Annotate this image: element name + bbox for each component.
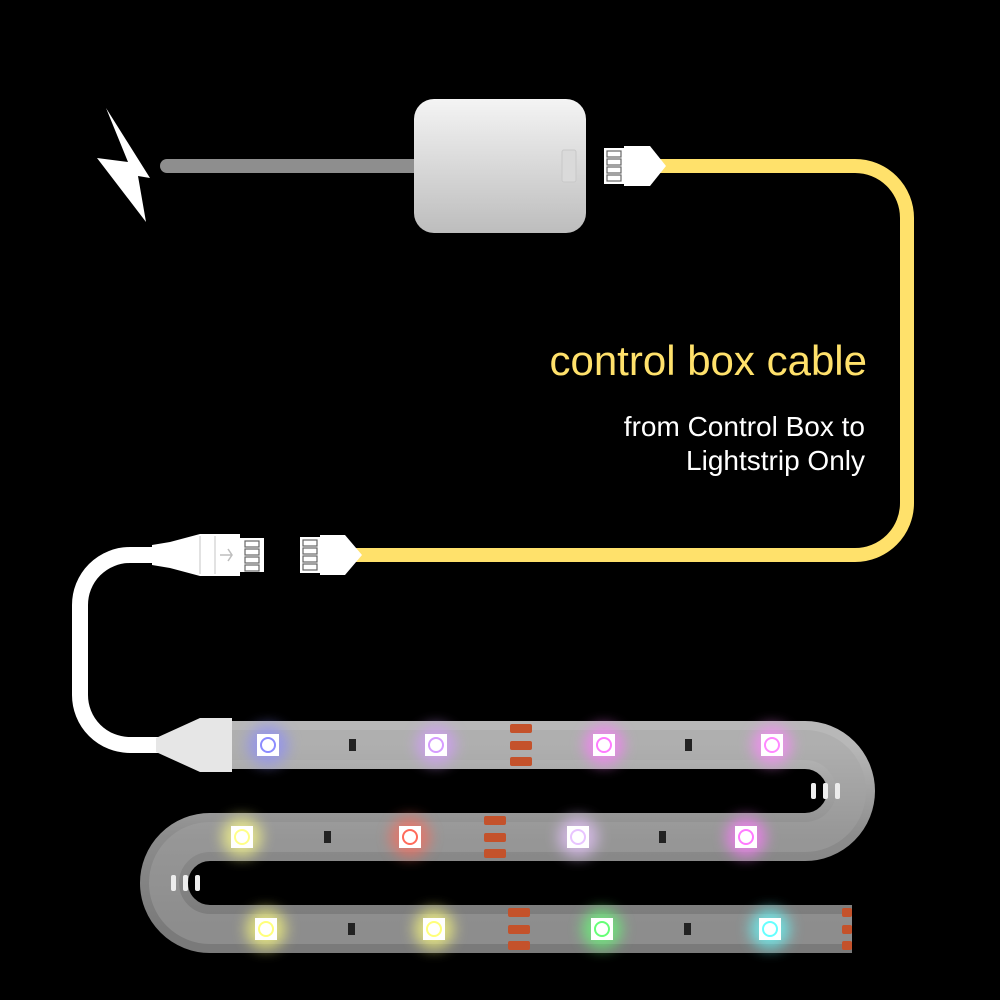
led-lens <box>570 829 586 845</box>
led-lens <box>258 921 274 937</box>
control-box-cable-title: control box cable <box>549 337 867 384</box>
control-box <box>414 99 586 233</box>
subtitle-line-1: from Control Box to <box>623 411 865 442</box>
led-lens <box>738 829 754 845</box>
led-lens <box>402 829 418 845</box>
led-lens <box>596 737 612 753</box>
lightstrip-lead-cable <box>72 547 165 753</box>
lightning-bolt-icon <box>97 108 150 222</box>
control-box-cable-subtitle: from Control Box to Lightstrip Only <box>465 410 865 477</box>
control-box-cable <box>345 159 914 562</box>
strip-curve-ribs <box>171 783 840 891</box>
lightstrip-lead-connector <box>152 534 264 576</box>
led-lens <box>428 737 444 753</box>
strip-resistors <box>324 739 692 935</box>
led-chips <box>222 725 792 949</box>
led-lens <box>764 737 780 753</box>
lightstrip-end-cap <box>156 718 232 772</box>
control-cable-connector-top <box>604 146 666 186</box>
led-lens <box>426 921 442 937</box>
lightstrip-body <box>140 721 875 953</box>
led-lens <box>234 829 250 845</box>
subtitle-line-2: Lightstrip Only <box>686 444 865 476</box>
cut-marks <box>484 724 852 950</box>
control-cable-connector-bottom <box>300 535 362 575</box>
led-lens <box>594 921 610 937</box>
led-lens <box>260 737 276 753</box>
led-lens <box>762 921 778 937</box>
